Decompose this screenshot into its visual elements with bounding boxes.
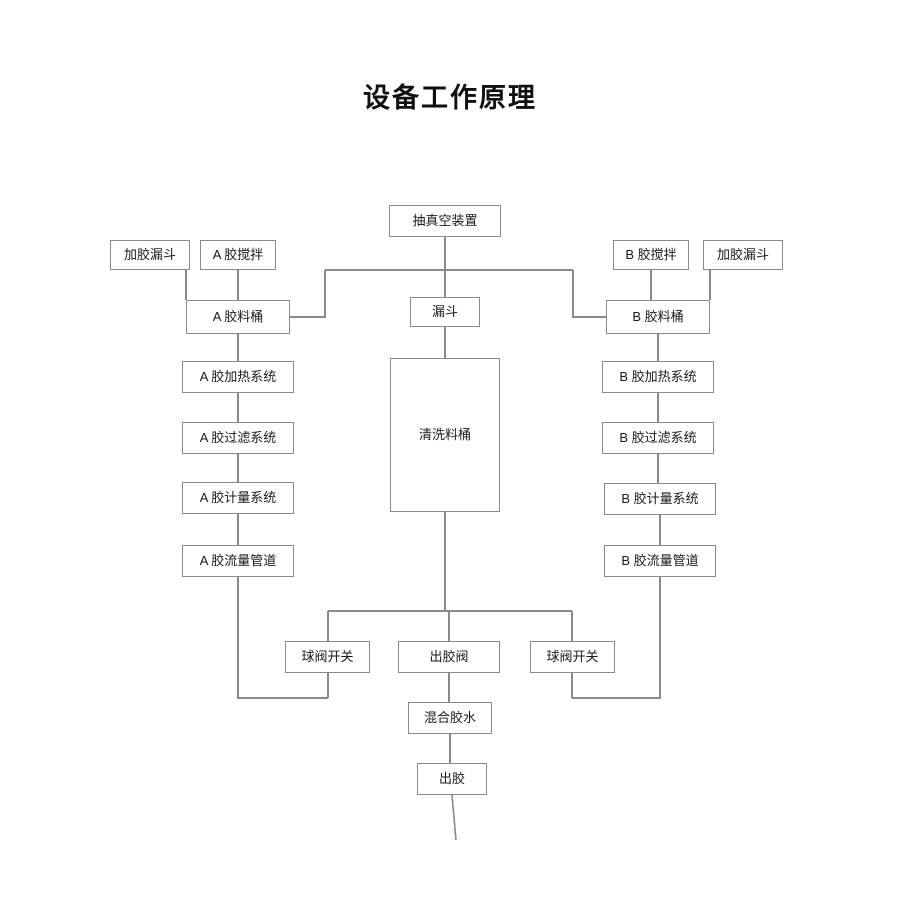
node-a-hopper[interactable]: 加胶漏斗: [110, 240, 190, 270]
page-title: 设备工作原理: [363, 83, 537, 113]
node-label: A 胶计量系统: [199, 490, 277, 506]
node-glue-output[interactable]: 出胶: [417, 763, 487, 795]
node-label: 加胶漏斗: [716, 247, 769, 263]
node-label: B 胶计量系统: [621, 491, 699, 507]
node-label: 清洗料桶: [418, 427, 471, 443]
node-label: B 胶过滤系统: [619, 430, 697, 446]
wire-bus-to-b-barrel: [572, 270, 606, 318]
node-label: 混合胶水: [423, 710, 476, 726]
node-label: 球阀开关: [546, 649, 599, 665]
node-label: A 胶搅拌: [212, 247, 264, 263]
node-label: A 胶流量管道: [199, 553, 277, 569]
node-label: 加胶漏斗: [123, 247, 176, 263]
node-a-mixer[interactable]: A 胶搅拌: [200, 240, 276, 270]
node-outlet-valve[interactable]: 出胶阀: [398, 641, 500, 673]
node-label: 漏斗: [431, 304, 458, 320]
node-b-metering-system[interactable]: B 胶计量系统: [604, 483, 716, 515]
node-label: A 胶加热系统: [199, 369, 277, 385]
node-b-hopper[interactable]: 加胶漏斗: [703, 240, 783, 270]
node-ball-valve-right[interactable]: 球阀开关: [530, 641, 615, 673]
node-ball-valve-left[interactable]: 球阀开关: [285, 641, 370, 673]
node-label: A 胶过滤系统: [199, 430, 277, 446]
node-a-filter-system[interactable]: A 胶过滤系统: [182, 422, 294, 454]
wire-a-flow-to-valve: [237, 577, 328, 699]
node-funnel[interactable]: 漏斗: [410, 297, 480, 327]
wire-b-flow-to-valve: [572, 577, 661, 699]
wire-glueout-exit: [451, 794, 457, 841]
node-label: 出胶阀: [429, 649, 469, 665]
node-label: B 胶流量管道: [621, 553, 699, 569]
wire-bus-to-a-barrel: [290, 270, 326, 318]
node-b-heating-system[interactable]: B 胶加热系统: [602, 361, 714, 393]
node-a-flow-pipe[interactable]: A 胶流量管道: [182, 545, 294, 577]
node-b-mixer[interactable]: B 胶搅拌: [613, 240, 689, 270]
node-a-heating-system[interactable]: A 胶加热系统: [182, 361, 294, 393]
node-b-glue-barrel[interactable]: B 胶料桶: [606, 300, 710, 334]
node-a-glue-barrel[interactable]: A 胶料桶: [186, 300, 290, 334]
node-label: 出胶: [438, 771, 465, 787]
node-label: A 胶料桶: [212, 309, 264, 325]
node-wash-barrel[interactable]: 清洗料桶: [390, 358, 500, 512]
node-b-flow-pipe[interactable]: B 胶流量管道: [604, 545, 716, 577]
node-label: 球阀开关: [301, 649, 354, 665]
node-vacuum-device[interactable]: 抽真空装置: [389, 205, 501, 237]
node-label: B 胶加热系统: [619, 369, 697, 385]
node-b-filter-system[interactable]: B 胶过滤系统: [602, 422, 714, 454]
node-mixed-glue[interactable]: 混合胶水: [408, 702, 492, 734]
node-a-metering-system[interactable]: A 胶计量系统: [182, 482, 294, 514]
node-label: 抽真空装置: [412, 213, 478, 229]
node-label: B 胶料桶: [632, 309, 684, 325]
node-label: B 胶搅拌: [625, 247, 677, 263]
